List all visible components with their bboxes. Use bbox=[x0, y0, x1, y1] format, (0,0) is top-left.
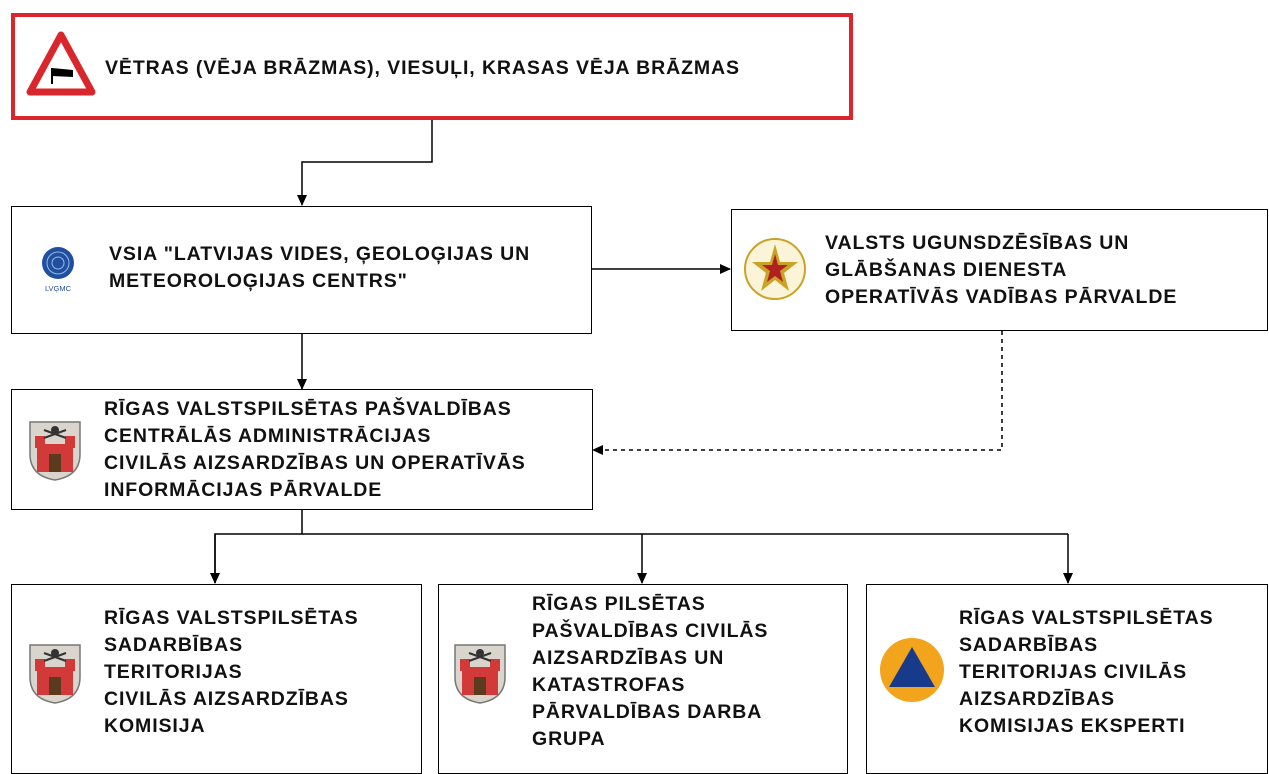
lvgmc-globe-logo: LVĢMC bbox=[42, 247, 74, 293]
lvgmc-logo-text: LVĢMC bbox=[45, 284, 72, 293]
vugd-label: VALSTS UGUNSDZĒSĪBAS UN GLĀBŠANAS DIENES… bbox=[825, 232, 1178, 308]
commission-node: RĪGAS VALSTSPILSĒTAS SADARBĪBAS TERITORI… bbox=[11, 584, 422, 774]
work-group-node: RĪGAS PILSĒTAS PAŠVALDĪBAS CIVILĀS AIZSA… bbox=[438, 584, 848, 774]
riga-admin-node: RĪGAS VALSTSPILSĒTAS PAŠVALDĪBAS CENTRĀL… bbox=[11, 389, 593, 510]
civil-defence-triangle-icon bbox=[880, 638, 944, 702]
arrow-vugd-to-riga-admin bbox=[592, 331, 1003, 455]
lvgmc-label: VSIA "LATVIJAS VIDES, ĢEOLOĢIJAS UN METE… bbox=[109, 243, 531, 292]
experts-node: RĪGAS VALSTSPILSĒTAS SADARBĪBAS TERITORI… bbox=[866, 584, 1268, 774]
riga-coat-of-arms bbox=[454, 644, 506, 704]
wind-warning-sign-icon bbox=[26, 31, 96, 96]
experts-label: RĪGAS VALSTSPILSĒTAS SADARBĪBAS TERITORI… bbox=[959, 607, 1214, 737]
commission-label: RĪGAS VALSTSPILSĒTAS SADARBĪBAS TERITORI… bbox=[104, 607, 359, 737]
vugd-node: VALSTS UGUNSDZĒSĪBAS UN GLĀBŠANAS DIENES… bbox=[731, 209, 1268, 331]
arrow-hazard-to-lvgmc bbox=[297, 120, 433, 206]
hazard-title: VĒTRAS (VĒJA BRĀZMAS), VIESUĻI, KRASAS V… bbox=[105, 57, 740, 79]
vugd-star-emblem bbox=[744, 238, 806, 300]
riga-coat-of-arms bbox=[29, 421, 81, 481]
riga-coat-of-arms bbox=[29, 644, 81, 704]
riga-admin-label: RĪGAS VALSTSPILSĒTAS PAŠVALDĪBAS CENTRĀL… bbox=[104, 398, 526, 501]
work-group-label: RĪGAS PILSĒTAS PAŠVALDĪBAS CIVILĀS AIZSA… bbox=[532, 593, 769, 750]
lvgmc-node: LVĢMC VSIA "LATVIJAS VIDES, ĢEOLOĢIJAS U… bbox=[11, 206, 592, 334]
hazard-node: VĒTRAS (VĒJA BRĀZMAS), VIESUĻI, KRASAS V… bbox=[11, 13, 853, 120]
